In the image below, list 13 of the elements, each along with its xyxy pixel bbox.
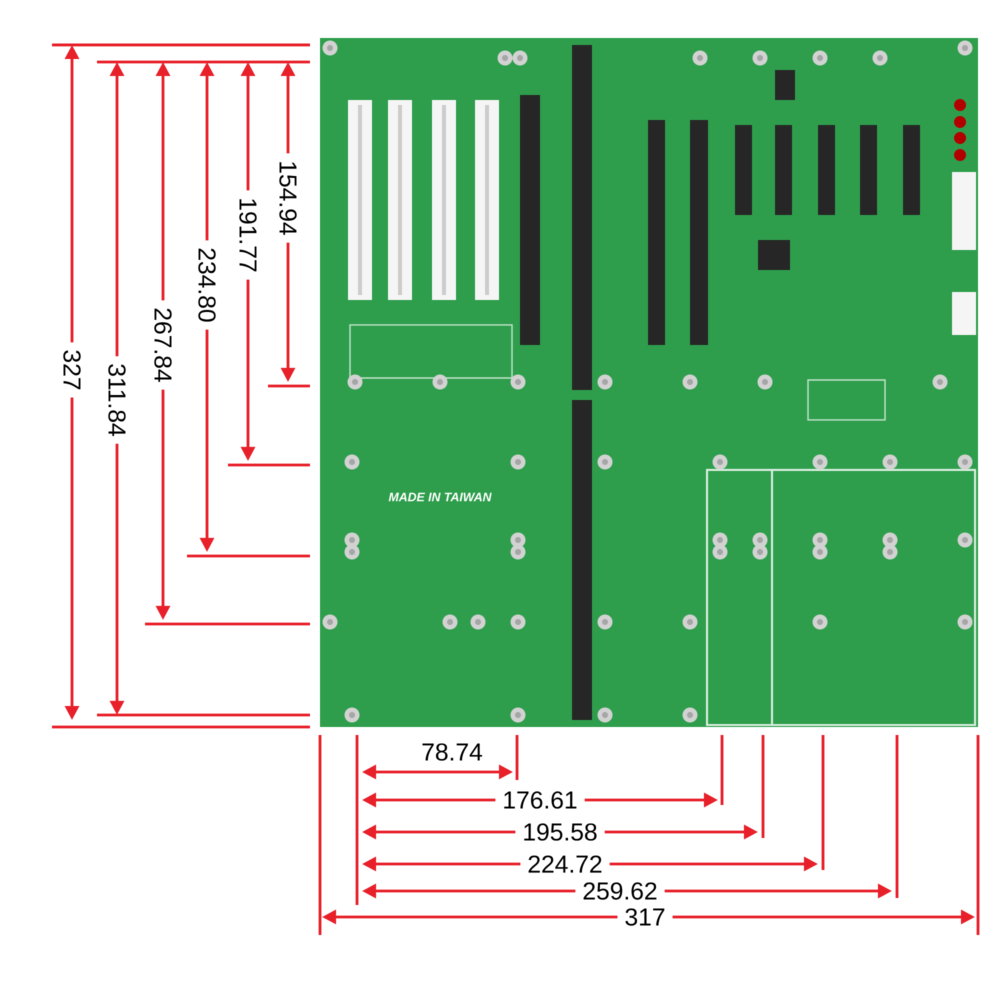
dimension-label: 317 xyxy=(617,906,673,928)
dimension-label: 176.61 xyxy=(495,790,585,810)
dimension-label: 191.77 xyxy=(232,190,264,280)
dimension-label: 234.80 xyxy=(191,240,223,330)
dimension-label: 311.84 xyxy=(101,356,133,444)
dimension-label: 327 xyxy=(56,342,88,398)
dimension-label: 224.72 xyxy=(520,854,610,874)
dimension-label: 259.62 xyxy=(575,880,665,902)
board-marking: MADE IN TAIWAN xyxy=(388,492,492,502)
dimension-label: 267.84 xyxy=(147,300,179,390)
dimension-label: 154.94 xyxy=(272,153,304,243)
dimension-label: 195.58 xyxy=(515,822,605,842)
dimension-label: 78.74 xyxy=(414,742,490,762)
